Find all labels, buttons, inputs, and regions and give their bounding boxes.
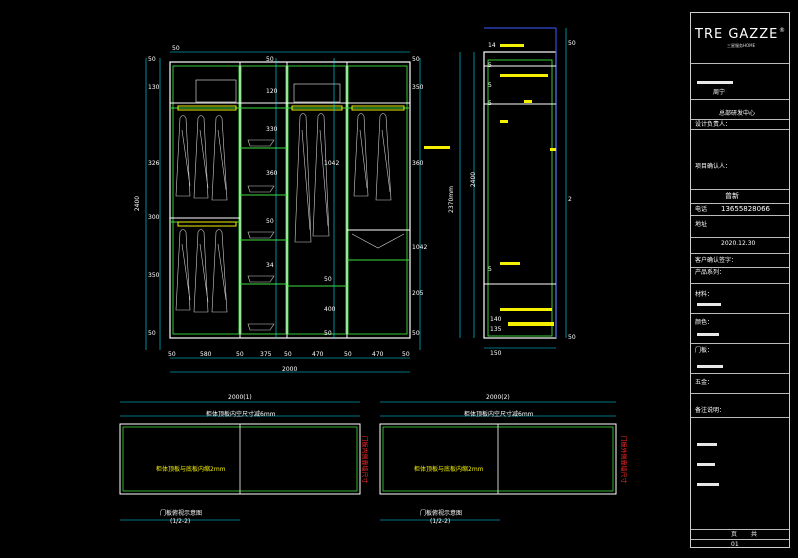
dim-bottom-7: 470 xyxy=(372,351,384,358)
dim-right-2: 360 xyxy=(412,160,424,167)
dim-mid-1: 120 xyxy=(266,88,278,95)
customer-signature-label: 客户确认签字： xyxy=(695,257,738,264)
plan-left-caption: 门板俯视示意图 xyxy=(160,510,203,517)
dim-left-6: 50 xyxy=(148,330,156,337)
plan-left-top-dim: 2000(1) xyxy=(228,394,252,401)
dim-left-2: 326 xyxy=(148,160,160,167)
plan-left-note-mid: 柜体顶板与底板内缩2mm xyxy=(156,466,226,473)
plan-right-scale: (1/2-2) xyxy=(430,518,451,525)
side-dim-4: 5 xyxy=(488,266,492,273)
address-label: 地址 xyxy=(695,221,708,228)
logo-mark: ® xyxy=(779,27,785,34)
side-dim-6: 135 xyxy=(490,326,502,333)
side-dim-0: 14 xyxy=(488,42,496,49)
dim-mid-9: 50 xyxy=(324,330,332,337)
plan-side-note-right: 门板外侧靠墙尺寸 xyxy=(619,435,627,484)
dim-mid-0: 50 xyxy=(266,56,274,63)
side-dim-3: 5 xyxy=(488,100,492,107)
side-dim-lines xyxy=(459,28,567,349)
dim-mid-3: 360 xyxy=(266,170,278,177)
plan-right-note-top: 柜体顶板内空尺寸减6mm xyxy=(464,411,534,418)
product-label: 产品系列： xyxy=(695,269,726,276)
dim-bottom-3: 375 xyxy=(260,351,272,358)
dim-mid-2: 330 xyxy=(266,126,278,133)
store-name: 总部研发中心 xyxy=(719,110,756,117)
side-total: 2400 xyxy=(470,171,478,188)
plan-right-note-mid: 柜体顶板与底板内缩2mm xyxy=(414,466,484,473)
front-dim-lines xyxy=(145,51,421,373)
designer-label: 设计负责人： xyxy=(695,121,732,128)
dim-bottom-1: 580 xyxy=(200,351,212,358)
side-bottom-dim: 50 xyxy=(568,334,576,341)
plan-view-right xyxy=(379,401,617,521)
plan-left-scale: (1/2-2) xyxy=(170,518,191,525)
client-name: 周宁 xyxy=(713,89,726,96)
page-count: 共 xyxy=(751,531,758,538)
material-label: 材料： xyxy=(695,291,714,298)
dim-bottom-8: 50 xyxy=(402,351,410,358)
dim-mid-4: 50 xyxy=(266,218,274,225)
plan-right-caption: 门板俯视示意图 xyxy=(420,510,463,517)
dim-right-0: 50 xyxy=(412,56,420,63)
plan-right-top-dim: 2000(2) xyxy=(486,394,510,401)
customer-name: 曾新 xyxy=(725,192,739,200)
side-dim-7: 150 xyxy=(490,350,502,357)
dim-mid-8: 400 xyxy=(324,306,336,313)
folded-clothes xyxy=(247,139,275,331)
side-elevation xyxy=(424,27,567,349)
side-top-dim: 50 xyxy=(568,40,576,47)
sheet-number: 01 xyxy=(731,541,739,548)
dim-bottom-2: 50 xyxy=(236,351,244,358)
side-dim-1: 5 xyxy=(488,62,492,69)
dim-right-6: 1042 xyxy=(412,244,428,251)
confirm-label: 项目确认人： xyxy=(695,163,732,170)
date: 2020.12.30 xyxy=(721,240,756,247)
hanging-clothes-right xyxy=(353,113,392,201)
dim-bottom-6: 50 xyxy=(344,351,352,358)
plan-side-note-left: 门板内侧靠墙尺寸 xyxy=(360,435,368,484)
dim-bottom-4: 50 xyxy=(284,351,292,358)
plan-view-left xyxy=(119,401,361,521)
title-block: TRE GAZZE ® 三星服务HOME 周宁 总部研发中心 设计负责人： 项目… xyxy=(690,12,790,548)
plan-left-note-top: 柜体顶板内空尺寸减6mm xyxy=(206,411,276,418)
dim-bottom-5: 470 xyxy=(312,351,324,358)
side-dim-2: 5 xyxy=(488,82,492,89)
brand-logo: TRE GAZZE xyxy=(695,27,779,42)
phone-number: 13655828066 xyxy=(721,205,770,213)
dim-right-7: 205 xyxy=(412,290,424,297)
side-height-label: 2370mm xyxy=(447,186,455,213)
dim-mid-6: 1042 xyxy=(324,160,340,167)
hardware-label: 五金： xyxy=(695,379,714,386)
side-right-total: 2 xyxy=(568,196,572,203)
remarks-label: 备注说明： xyxy=(695,407,726,414)
hanging-clothes-left-lower xyxy=(175,229,228,313)
dim-left-0: 50 xyxy=(148,56,156,63)
page-label: 页 xyxy=(731,531,738,538)
dim-left-1: 130 xyxy=(148,84,160,91)
dim-right-8: 50 xyxy=(412,330,420,337)
hanging-clothes-left-upper xyxy=(175,115,228,201)
brand-subline: 三星服务HOME xyxy=(727,43,756,48)
dim-total-width: 2000 xyxy=(282,366,298,373)
dim-total-height: 2400 xyxy=(134,195,142,212)
dim-right-1: 350 xyxy=(412,84,424,91)
dim-top-0: 50 xyxy=(172,45,180,52)
side-dim-5: 140 xyxy=(490,316,502,323)
hanging-clothes-mid xyxy=(294,113,330,243)
door-label: 门板： xyxy=(695,347,714,354)
dim-left-3: 300 xyxy=(148,214,160,221)
dim-mid-7: 50 xyxy=(324,276,332,283)
color-label: 颜色： xyxy=(695,319,714,326)
dim-left-5: 350 xyxy=(148,272,160,279)
front-elevation xyxy=(145,51,421,373)
phone-label: 电话 xyxy=(695,206,708,213)
dim-bottom-0: 50 xyxy=(168,351,176,358)
dim-mid-5: 34 xyxy=(266,262,274,269)
